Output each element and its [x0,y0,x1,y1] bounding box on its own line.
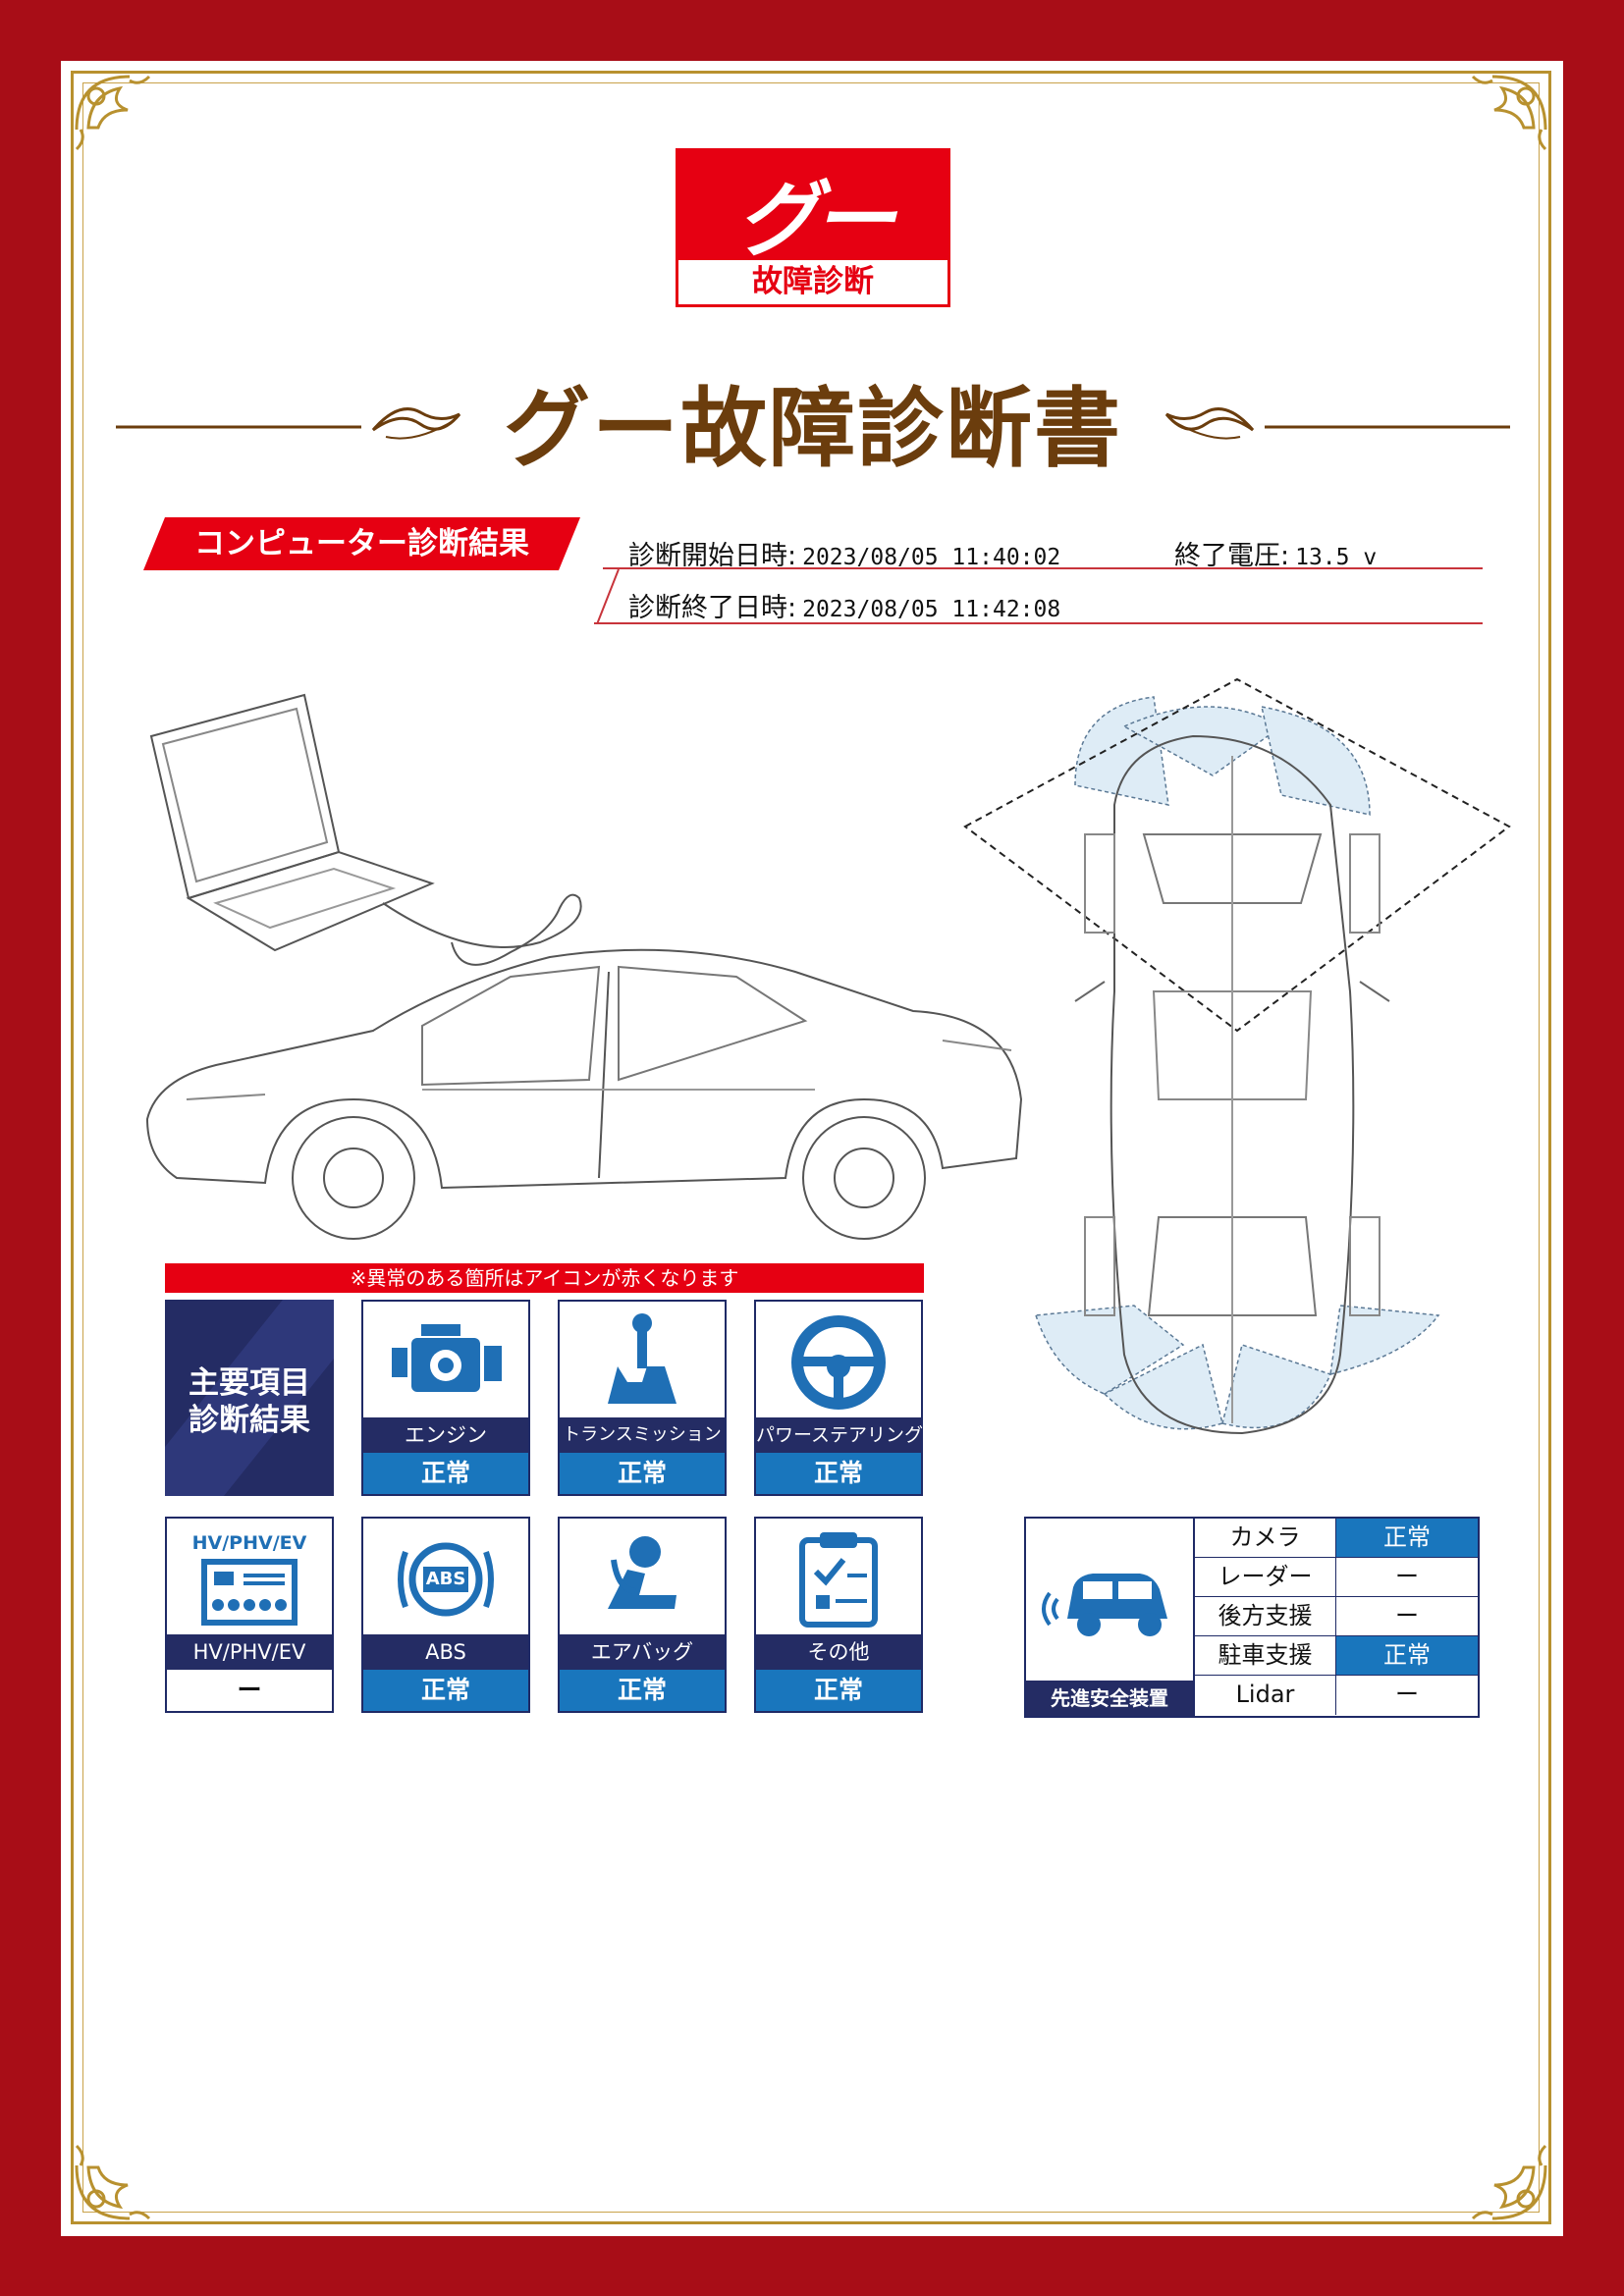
clipboard-icon [756,1522,921,1636]
end-datetime: 診断終了日時:2023/08/05 11:42:08 [628,593,1061,623]
status-badge: 正常 [1336,1636,1478,1675]
start-datetime: 診断開始日時:2023/08/05 11:40:02 [628,541,1061,571]
hv-icon-caption: HV/PHV/EV [191,1532,307,1554]
engine-icon [363,1306,528,1419]
main-label-line2: 診断結果 [189,1403,310,1438]
divider-slash [596,569,620,624]
paper [61,61,1563,2236]
main-label-line1: 主要項目 [189,1365,310,1401]
airbag-icon [560,1522,725,1636]
status-badge: 正常 [1336,1519,1478,1557]
adas-row-camera: カメラ 正常 [1195,1519,1478,1558]
adas-table: 先進安全装置 カメラ 正常 レーダー ー 後方支援 ー 駐車支援 正常 Lida… [1024,1517,1480,1718]
item-name: その他 [756,1634,921,1670]
status-badge: 正常 [756,1670,921,1711]
adas-row-lidar: Lidar ー [1195,1676,1478,1715]
adas-row-radar: レーダー ー [1195,1558,1478,1597]
status-badge: 正常 [363,1453,528,1494]
status-badge: ー [167,1670,332,1711]
gold-frame-outer [71,71,1551,2224]
status-badge: ー [1395,1681,1419,1708]
steering-wheel-icon [756,1306,921,1419]
gear-shift-icon [560,1306,725,1419]
title-row: グー故障診断書 [116,353,1510,481]
page-title: グー故障診断書 [503,378,1122,479]
status-badge: 正常 [756,1453,921,1494]
status-badge: 正常 [560,1670,725,1711]
divider [594,622,1483,624]
title-flourish-icon [116,407,1510,440]
item-hv-phv-ev: HV/PHV/EV HV/PHV/EV ー [165,1517,334,1713]
item-transmission: トランスミッション 正常 [558,1300,727,1496]
gold-frame-inner [82,82,1540,2213]
laptop-car-side-illustration [145,693,1023,1240]
item-engine: エンジン 正常 [361,1300,530,1496]
adas-row-rear-assist: 後方支援 ー [1195,1597,1478,1636]
status-badge: 正常 [560,1453,725,1494]
item-name: エンジン [363,1417,528,1453]
abs-icon-caption: ABS [425,1569,466,1589]
logo-subtitle: 故障診断 [752,264,874,299]
section-label: コンピューター診断結果 [194,526,529,561]
status-badge: ー [1395,1602,1419,1629]
item-name: ABS [363,1634,528,1670]
goo-logo: グー 故障診断 [676,148,950,307]
item-other: その他 正常 [754,1517,923,1713]
item-abs: ABS ABS 正常 [361,1517,530,1713]
item-name: トランスミッション [560,1417,725,1453]
status-badge: 正常 [363,1670,528,1711]
corner-ornament-icon [71,71,169,169]
item-power-steering: パワーステアリング 正常 [754,1300,923,1496]
corner-ornament-icon [1453,71,1551,169]
section-banner: コンピューター診断結果 [143,517,580,570]
hv-battery-icon: HV/PHV/EV [167,1522,332,1636]
adas-label: 先進安全装置 [1026,1681,1193,1716]
item-airbag: エアバッグ 正常 [558,1517,727,1713]
item-name: エアバッグ [560,1634,725,1670]
adas-row-parking-assist: 駐車支援 正常 [1195,1636,1478,1676]
main-items-label: 主要項目 診断結果 [165,1300,334,1496]
item-name: HV/PHV/EV [167,1634,332,1670]
corner-ornament-icon [71,2126,169,2224]
car-top-view-illustration [963,677,1511,1435]
divider [603,567,1483,569]
item-name: パワーステアリング [756,1417,923,1453]
corner-ornament-icon [1453,2126,1551,2224]
end-voltage: 終了電圧:13.5 v [1174,541,1378,571]
status-badge: ー [1395,1563,1419,1590]
notice-bar: ※異常のある箇所はアイコンが赤くなります [165,1263,924,1293]
car-sensor-icon [1042,1574,1167,1636]
abs-icon: ABS [363,1522,528,1636]
logo-mark: グー [735,172,895,268]
